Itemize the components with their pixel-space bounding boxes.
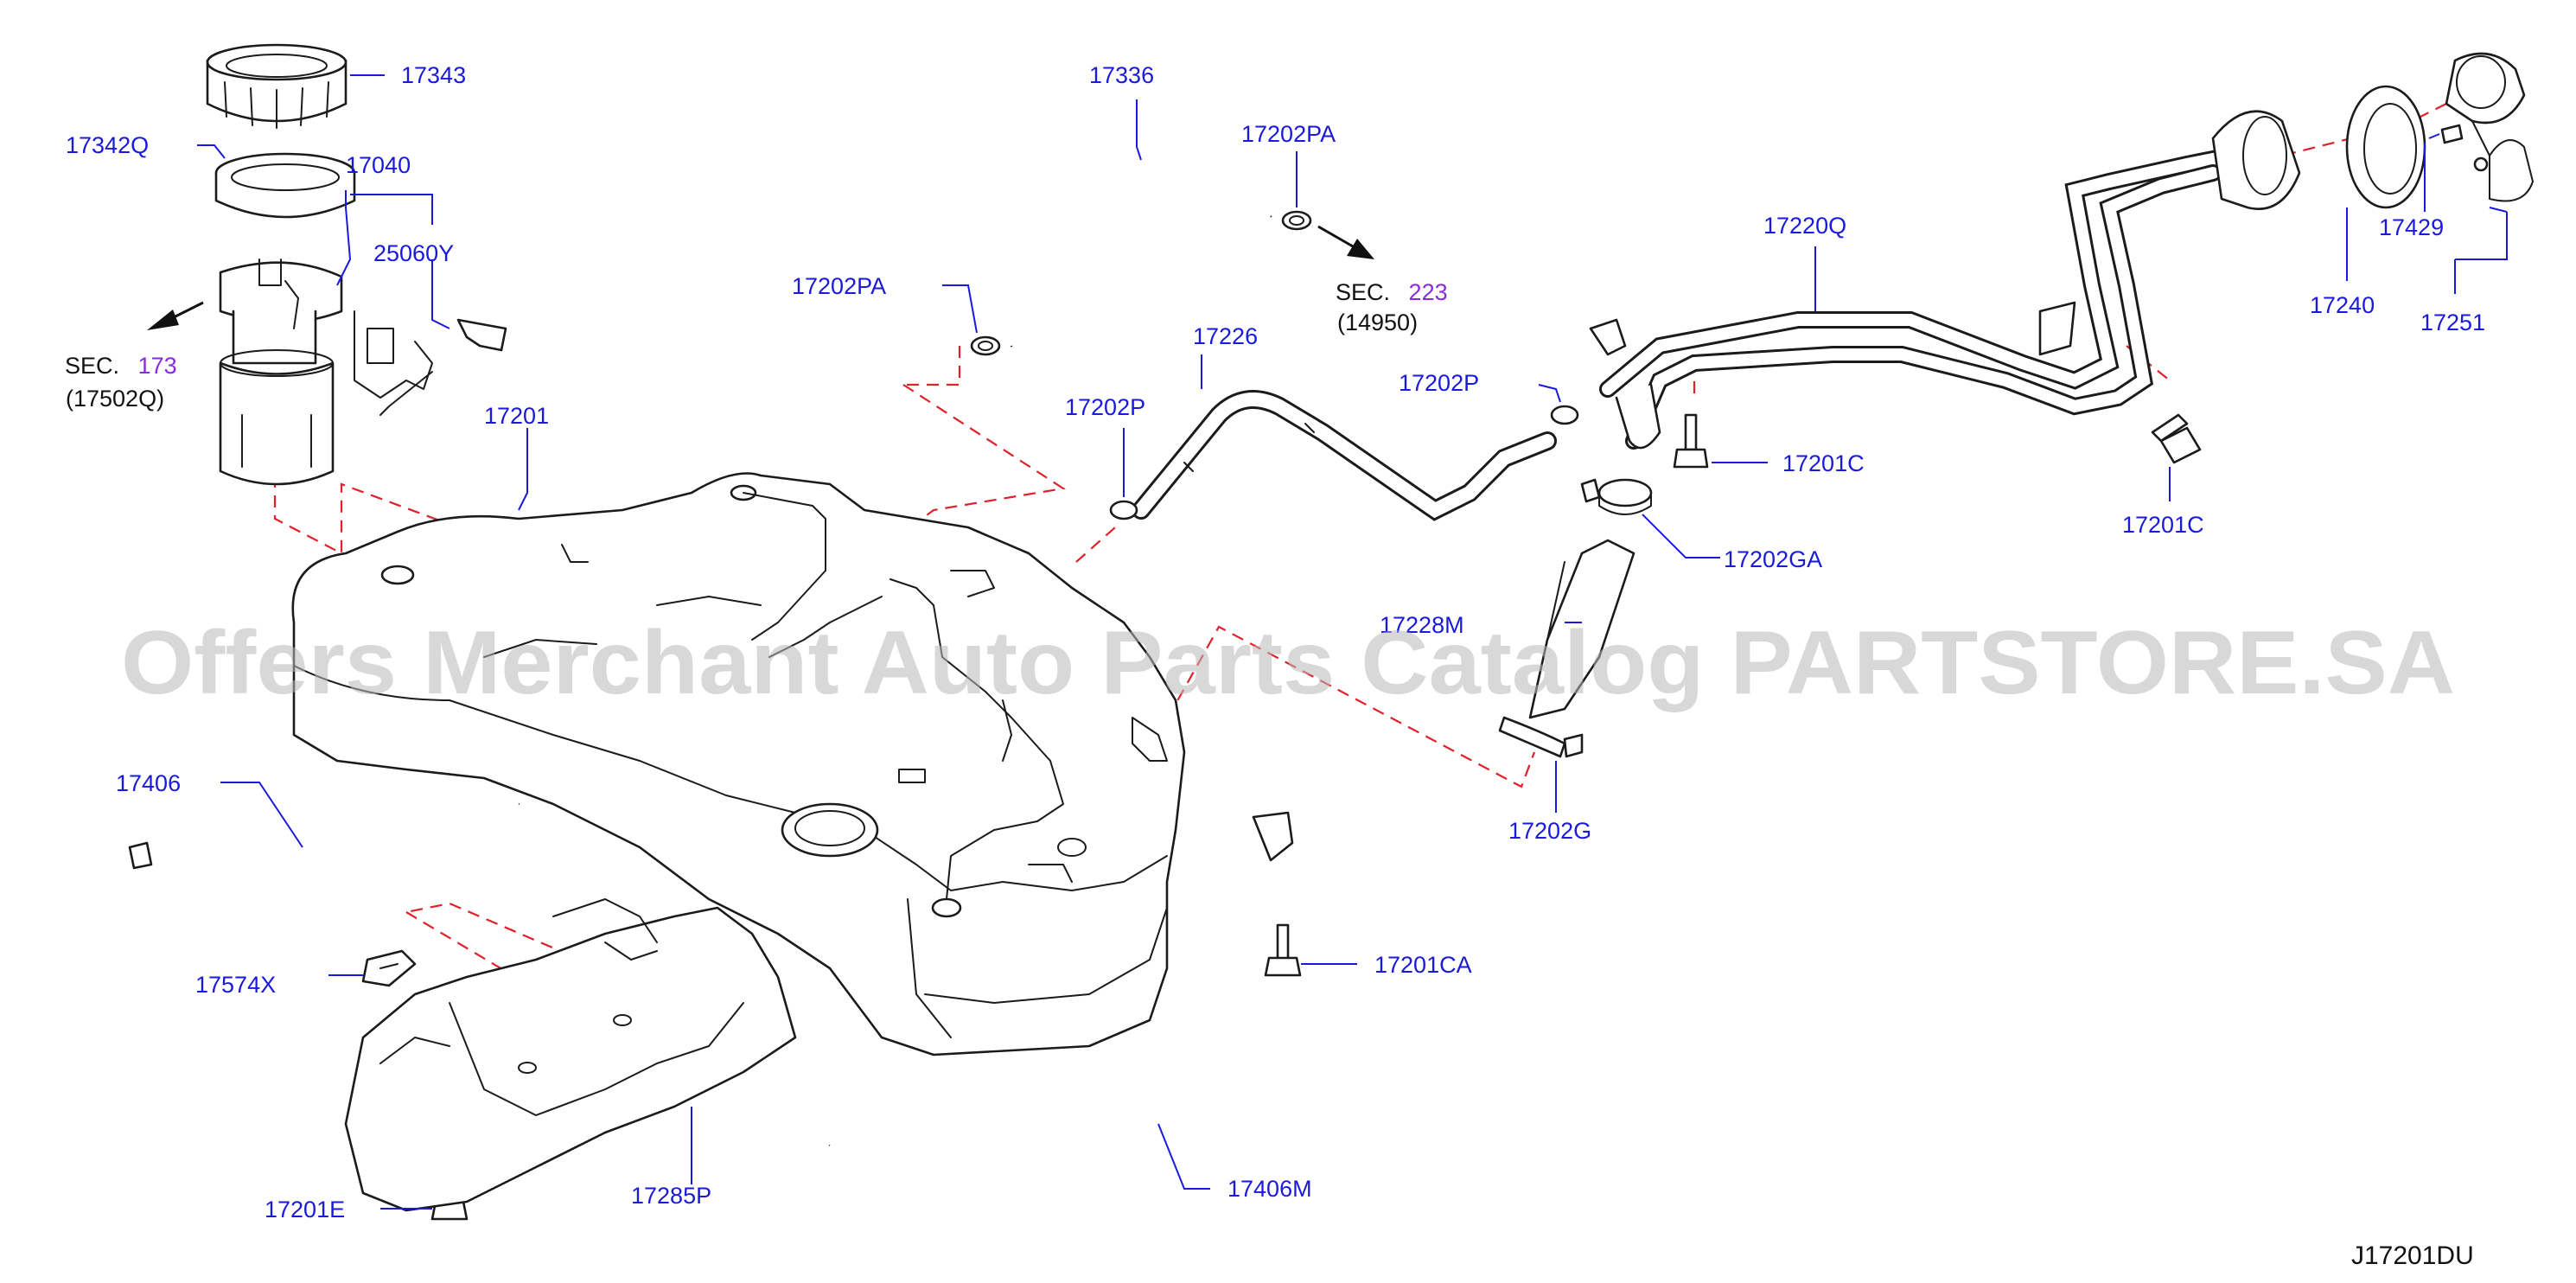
tank-strap-17406M[interactable] — [829, 811, 1294, 1229]
hose-clamp-17202P-left[interactable] — [1109, 500, 1138, 520]
cap-tether-17429[interactable] — [2440, 124, 2489, 172]
label-17202G[interactable]: 17202G — [1508, 818, 1591, 844]
filler-hose-17228M[interactable] — [1528, 539, 1636, 719]
svg-text:SEC. 173: SEC. 173 — [65, 353, 177, 379]
filler-tube-17220Q[interactable] — [1589, 110, 2301, 450]
sec-223-number: 223 — [1409, 279, 1448, 305]
label-17226[interactable]: 17226 — [1193, 323, 1258, 349]
label-25060Y[interactable]: 25060Y — [373, 240, 454, 266]
label-17343[interactable]: 17343 — [401, 62, 466, 88]
label-17201[interactable]: 17201 — [484, 403, 549, 429]
hose-clamp-17202G[interactable] — [1498, 716, 1584, 758]
label-17202P-left[interactable]: 17202P — [1065, 394, 1145, 420]
label-17406M[interactable]: 17406M — [1227, 1176, 1312, 1202]
arrow-to-sec-173 — [147, 301, 204, 330]
section-reference-223[interactable]: SEC. 223 (14950) — [1336, 279, 1448, 335]
clip-17574X[interactable] — [361, 949, 417, 987]
fuel-tank-17201[interactable] — [291, 472, 1186, 1056]
sec-173-number: 173 — [138, 353, 177, 379]
hose-clamp-17202PA-upper[interactable] — [1281, 210, 1312, 231]
bolt-17201C-right[interactable] — [2151, 413, 2202, 464]
label-17240[interactable]: 17240 — [2310, 292, 2375, 318]
label-17406[interactable]: 17406 — [116, 770, 181, 796]
label-17201C-middle[interactable]: 17201C — [1782, 450, 1865, 476]
label-17220Q[interactable]: 17220Q — [1763, 213, 1846, 239]
sec-223-prefix: SEC. — [1336, 279, 1390, 305]
sec-173-prefix: SEC. — [65, 353, 119, 379]
section-reference-173[interactable]: SEC. 173 (17502Q) — [65, 353, 177, 412]
sec-173-ref: (17502Q) — [66, 386, 164, 412]
svg-text:SEC. 223: SEC. 223 — [1336, 279, 1448, 305]
label-17285P[interactable]: 17285P — [631, 1183, 711, 1209]
filler-neck-seal-17240[interactable] — [2345, 85, 2426, 209]
label-17201C-right[interactable]: 17201C — [2122, 512, 2204, 538]
fuel-pump-seal-17342Q[interactable] — [214, 152, 356, 219]
fuel-level-sensor-25060Y[interactable] — [354, 310, 507, 416]
label-17574X[interactable]: 17574X — [195, 972, 276, 998]
sec-223-ref: (14950) — [1337, 310, 1418, 335]
vent-tube-17336[interactable] — [990, 163, 1272, 348]
label-17429[interactable]: 17429 — [2379, 214, 2444, 240]
leader-lines — [197, 74, 2508, 1210]
bolt-17201C-middle[interactable] — [1673, 413, 1709, 469]
label-17201E[interactable]: 17201E — [265, 1197, 345, 1222]
bolt-17201CA[interactable] — [1264, 923, 1302, 977]
fuel-pump-lock-ring-17343[interactable] — [206, 43, 348, 129]
tank-strap-17406[interactable] — [128, 802, 520, 918]
filler-cap-17251[interactable] — [2445, 52, 2534, 202]
heat-shield-17285P[interactable] — [344, 898, 797, 1212]
label-17202PA-upper[interactable]: 17202PA — [1241, 121, 1336, 147]
label-17202P-right[interactable]: 17202P — [1399, 370, 1479, 396]
drawing-code: J17201DU — [2351, 1242, 2474, 1270]
arrow-to-sec-223 — [1317, 225, 1374, 259]
vent-hose-17226[interactable] — [1132, 390, 1557, 521]
label-17336[interactable]: 17336 — [1089, 62, 1154, 88]
label-17251[interactable]: 17251 — [2420, 310, 2485, 335]
label-17201CA[interactable]: 17201CA — [1374, 952, 1472, 978]
label-17202GA[interactable]: 17202GA — [1724, 546, 1822, 572]
label-17228M[interactable]: 17228M — [1380, 612, 1464, 638]
watermark-text: Offers Merchant Auto Parts Catalog PARTS… — [121, 613, 2455, 713]
hose-clamp-17202PA-lower[interactable] — [970, 335, 1001, 356]
label-17202PA-lower[interactable]: 17202PA — [792, 273, 886, 299]
part-labels: 17343 17342Q 17040 25060Y 17201 17336 17… — [66, 62, 2485, 1222]
label-17342Q[interactable]: 17342Q — [66, 132, 149, 158]
hose-clamp-17202P-right[interactable] — [1550, 405, 1579, 425]
label-17040[interactable]: 17040 — [346, 152, 411, 178]
fuel-pump-module-17040[interactable] — [219, 259, 343, 486]
hose-clamp-17202GA[interactable] — [1580, 478, 1653, 515]
